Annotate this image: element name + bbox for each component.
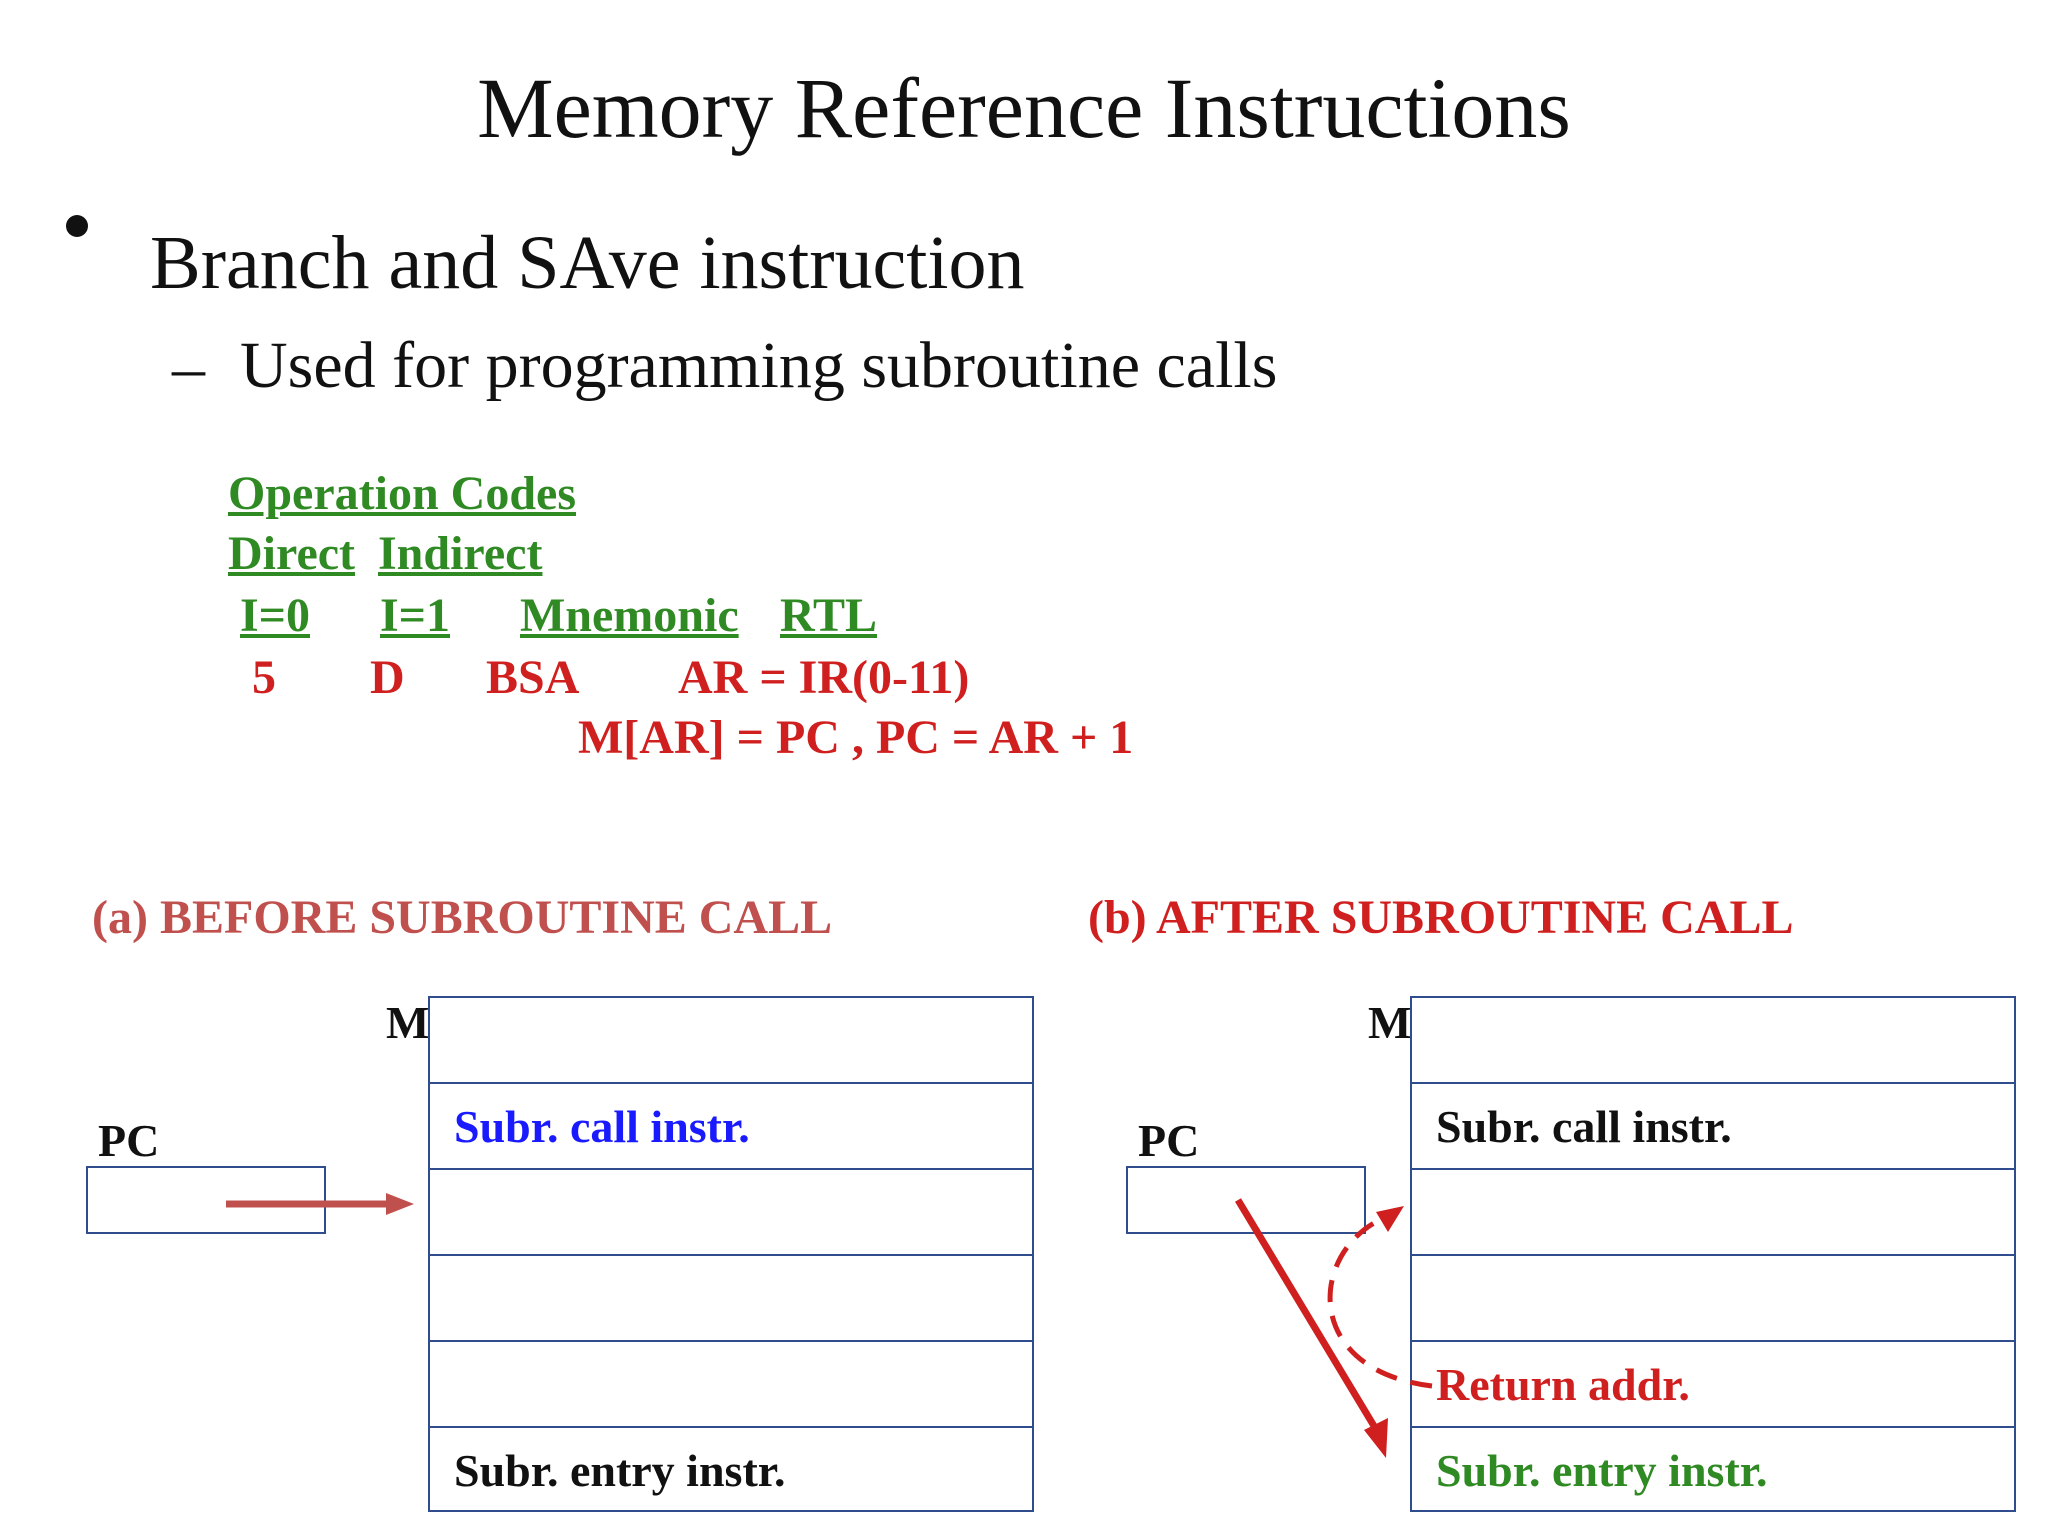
memory-cell: Subr. entry instr.: [1412, 1428, 2014, 1514]
diagram-b-memory-label: M: [1368, 997, 1412, 1048]
memory-cell: [1412, 998, 2014, 1084]
memory-cell: Subr. call instr.: [1412, 1084, 2014, 1170]
diagram-b-pc-register: [1126, 1166, 1366, 1234]
memory-cell: [430, 1256, 1032, 1342]
sub-bullet-dash: –: [172, 331, 205, 404]
opcode-col-i1: I=1: [380, 589, 451, 642]
opcode-value-i0: 5: [252, 651, 276, 704]
opcode-value-rtl-2: M[AR] = PC , PC = AR + 1: [578, 711, 1134, 764]
arrowhead-a: [386, 1193, 414, 1215]
bullet-dot: [66, 215, 88, 237]
memory-cell: Return addr.: [1412, 1342, 2014, 1428]
subr-entry-instr-text: Subr. entry instr.: [1436, 1445, 1768, 1496]
opcode-value-i1: D: [370, 651, 405, 704]
diagram-b-memory: Subr. call instr. Return addr. Subr. ent…: [1410, 996, 2016, 1512]
bullet-text: Branch and SAve instruction: [150, 221, 1025, 305]
memory-cell: Subr. entry instr.: [430, 1428, 1032, 1514]
memory-cell: [430, 1342, 1032, 1428]
diagram-b-pc-label: PC: [1138, 1115, 1200, 1166]
sub-bullet-text: Used for programming subroutine calls: [240, 329, 1278, 402]
opcode-direct-label: Direct: [228, 527, 356, 580]
subr-call-instr-text: Subr. call instr.: [1436, 1101, 1732, 1152]
diagram-a-memory-label: M: [386, 997, 430, 1048]
subr-entry-instr-text: Subr. entry instr.: [454, 1445, 786, 1496]
diagram-a-pc-register: [86, 1166, 326, 1234]
memory-cell: [1412, 1170, 2014, 1256]
opcode-col-i0: I=0: [240, 589, 311, 642]
memory-cell: [430, 1170, 1032, 1256]
diagram-a-memory: Subr. call instr. Subr. entry instr.: [428, 996, 1034, 1512]
slide-title: Memory Reference Instructions: [477, 60, 1571, 156]
arrow-b-pc-to-entry: [1235, 1198, 1388, 1458]
opcode-heading: Operation Codes: [228, 467, 576, 520]
arrowhead-b-solid: [1364, 1418, 1388, 1458]
opcode-indirect-label: Indirect: [378, 527, 543, 580]
memory-cell: [1412, 1256, 2014, 1342]
opcode-col-mnemonic: Mnemonic: [520, 589, 739, 642]
opcode-value-mnemonic: BSA: [486, 651, 580, 704]
memory-cell: [430, 998, 1032, 1084]
opcode-value-rtl-1: AR = IR(0-11): [678, 651, 970, 704]
subr-call-instr-text: Subr. call instr.: [454, 1101, 750, 1152]
arrowhead-b-dashed: [1376, 1206, 1404, 1232]
diagram-b-caption: (b) AFTER SUBROUTINE CALL: [1088, 891, 1794, 944]
diagram-a-pc-label: PC: [98, 1115, 160, 1166]
return-addr-text: Return addr.: [1436, 1359, 1690, 1410]
memory-cell: Subr. call instr.: [430, 1084, 1032, 1170]
diagram-a-caption: (a) BEFORE SUBROUTINE CALL: [92, 891, 833, 944]
opcode-col-rtl: RTL: [780, 589, 878, 642]
